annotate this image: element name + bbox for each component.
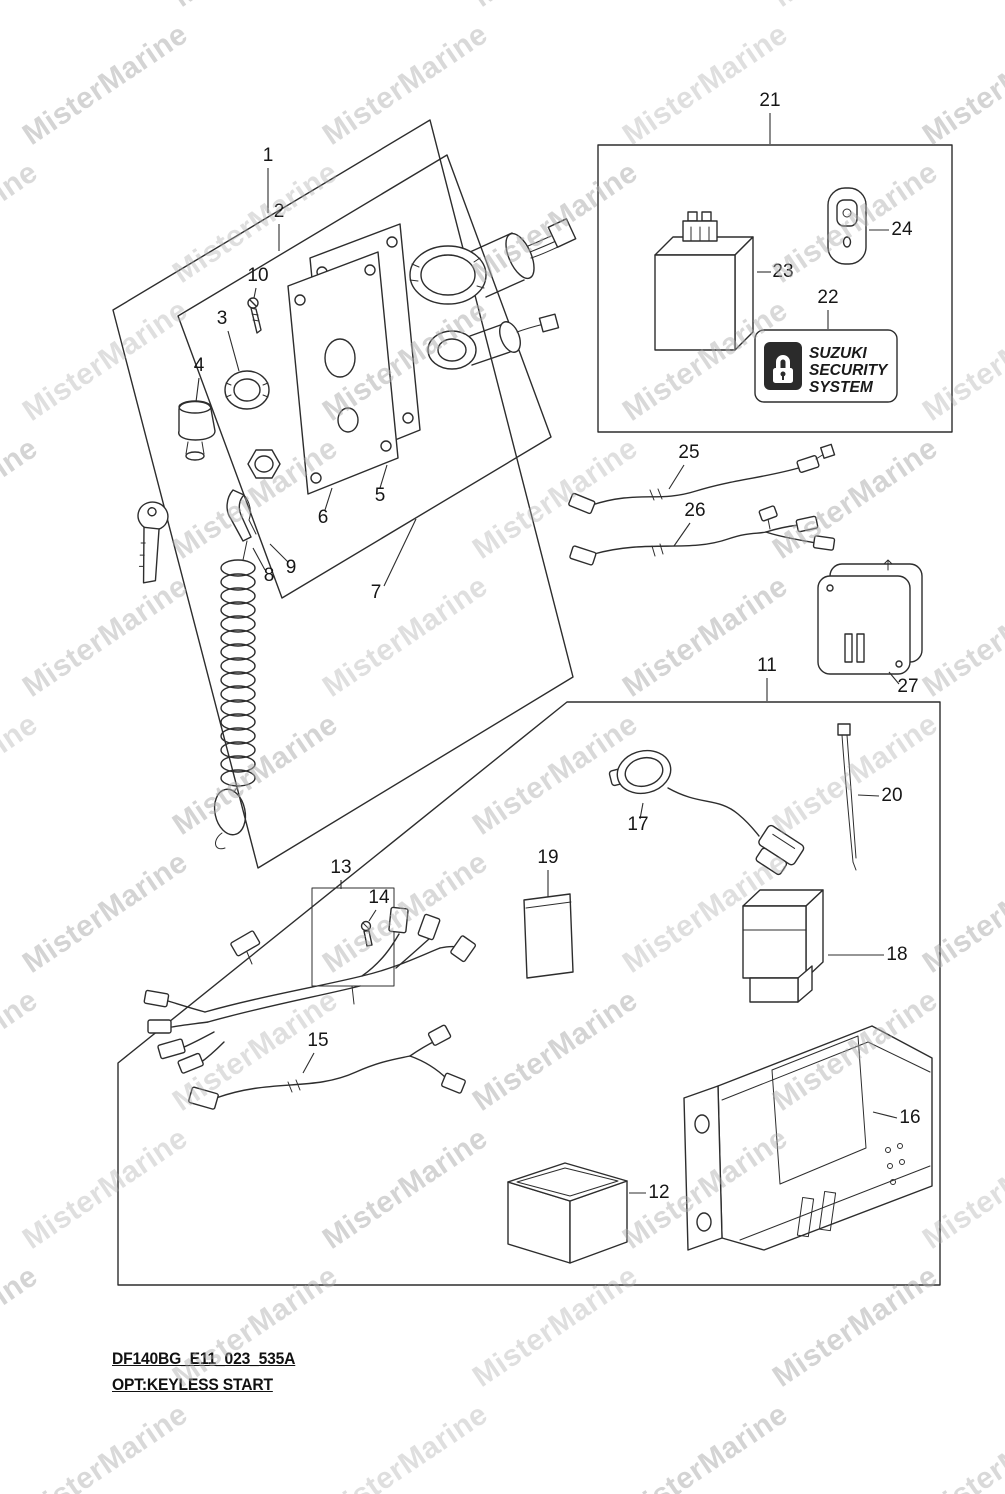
wire-lead-part-26	[569, 505, 836, 566]
pad-part-19	[523, 893, 574, 979]
bracket-part-16	[683, 1025, 933, 1251]
lanyard-coil-part	[213, 559, 256, 850]
wire-lead-part-15	[188, 1024, 466, 1110]
part-label-11: 11	[757, 655, 777, 676]
cable-tie-part-20	[837, 723, 857, 871]
part-label-12: 12	[648, 1182, 669, 1203]
part-label-9: 9	[286, 557, 297, 578]
part-label-2: 2	[274, 201, 285, 222]
part-label-8: 8	[264, 565, 275, 586]
part-label-14: 14	[368, 887, 390, 908]
diagram-option: OPT:KEYLESS START	[112, 1375, 273, 1395]
keyless-start-kit-box	[117, 701, 941, 1286]
part-label-21: 21	[759, 90, 780, 111]
security-label-line1: SUZUKI	[809, 345, 867, 362]
lanyard-clip-part	[226, 489, 257, 561]
part-label-1: 1	[263, 145, 274, 166]
ignition-key-part	[137, 501, 169, 584]
part-label-25: 25	[678, 442, 699, 463]
part-label-17: 17	[627, 814, 648, 835]
screw-part-10	[247, 297, 262, 334]
part-label-6: 6	[318, 507, 329, 528]
buzzer-part-17	[608, 749, 805, 876]
footer: DF140BG_E11_023_535A OPT:KEYLESS START	[112, 1346, 311, 1399]
diagram-line-art: SUZUKI SECURITY SYSTEM	[112, 119, 953, 1286]
harness-frame-part-13	[311, 887, 395, 1005]
receiver-module-part-27	[817, 559, 923, 675]
diagram-code: DF140BG_E11_023_535A	[112, 1349, 296, 1368]
security-label-line2: SECURITY	[809, 362, 889, 379]
part-label-26: 26	[684, 500, 705, 521]
security-system-sticker-part-22: SUZUKI SECURITY SYSTEM	[754, 329, 898, 403]
part-label-4: 4	[194, 355, 205, 376]
bezel-ring-part-3	[224, 370, 270, 410]
part-label-13: 13	[330, 857, 351, 878]
remote-fob-part-24	[827, 187, 867, 265]
security-kit-box	[597, 144, 953, 433]
part-label-16: 16	[899, 1107, 920, 1128]
part-label-24: 24	[891, 219, 913, 240]
key-switch-assembly-box	[112, 119, 574, 869]
relay-part-18	[742, 889, 824, 1003]
part-labels: 1 2 10 3 4 5 6 7 8 9 21 23 24 22 25 26 2…	[194, 90, 921, 1203]
part-label-3: 3	[217, 308, 228, 329]
security-label-line3: SYSTEM	[809, 379, 874, 396]
part-label-18: 18	[886, 944, 907, 965]
part-label-7: 7	[371, 582, 382, 603]
part-label-5: 5	[375, 485, 386, 506]
wire-lead-part-25	[568, 443, 836, 515]
case-part-12	[507, 1162, 628, 1264]
part-label-10: 10	[247, 265, 268, 286]
ignition-switch-part	[409, 218, 577, 305]
part-label-19: 19	[537, 847, 558, 868]
part-label-27: 27	[897, 676, 918, 697]
part-label-20: 20	[881, 785, 902, 806]
part-label-22: 22	[817, 287, 838, 308]
stop-switch-part	[427, 313, 560, 370]
main-harness-part-13	[143, 906, 477, 1074]
hex-nut-part	[247, 449, 281, 479]
part-label-23: 23	[772, 261, 793, 282]
key-knob-part-4	[178, 400, 216, 461]
control-module-part-23	[654, 211, 754, 351]
switch-panel-plate-part-6	[287, 251, 399, 495]
part-label-15: 15	[307, 1030, 328, 1051]
